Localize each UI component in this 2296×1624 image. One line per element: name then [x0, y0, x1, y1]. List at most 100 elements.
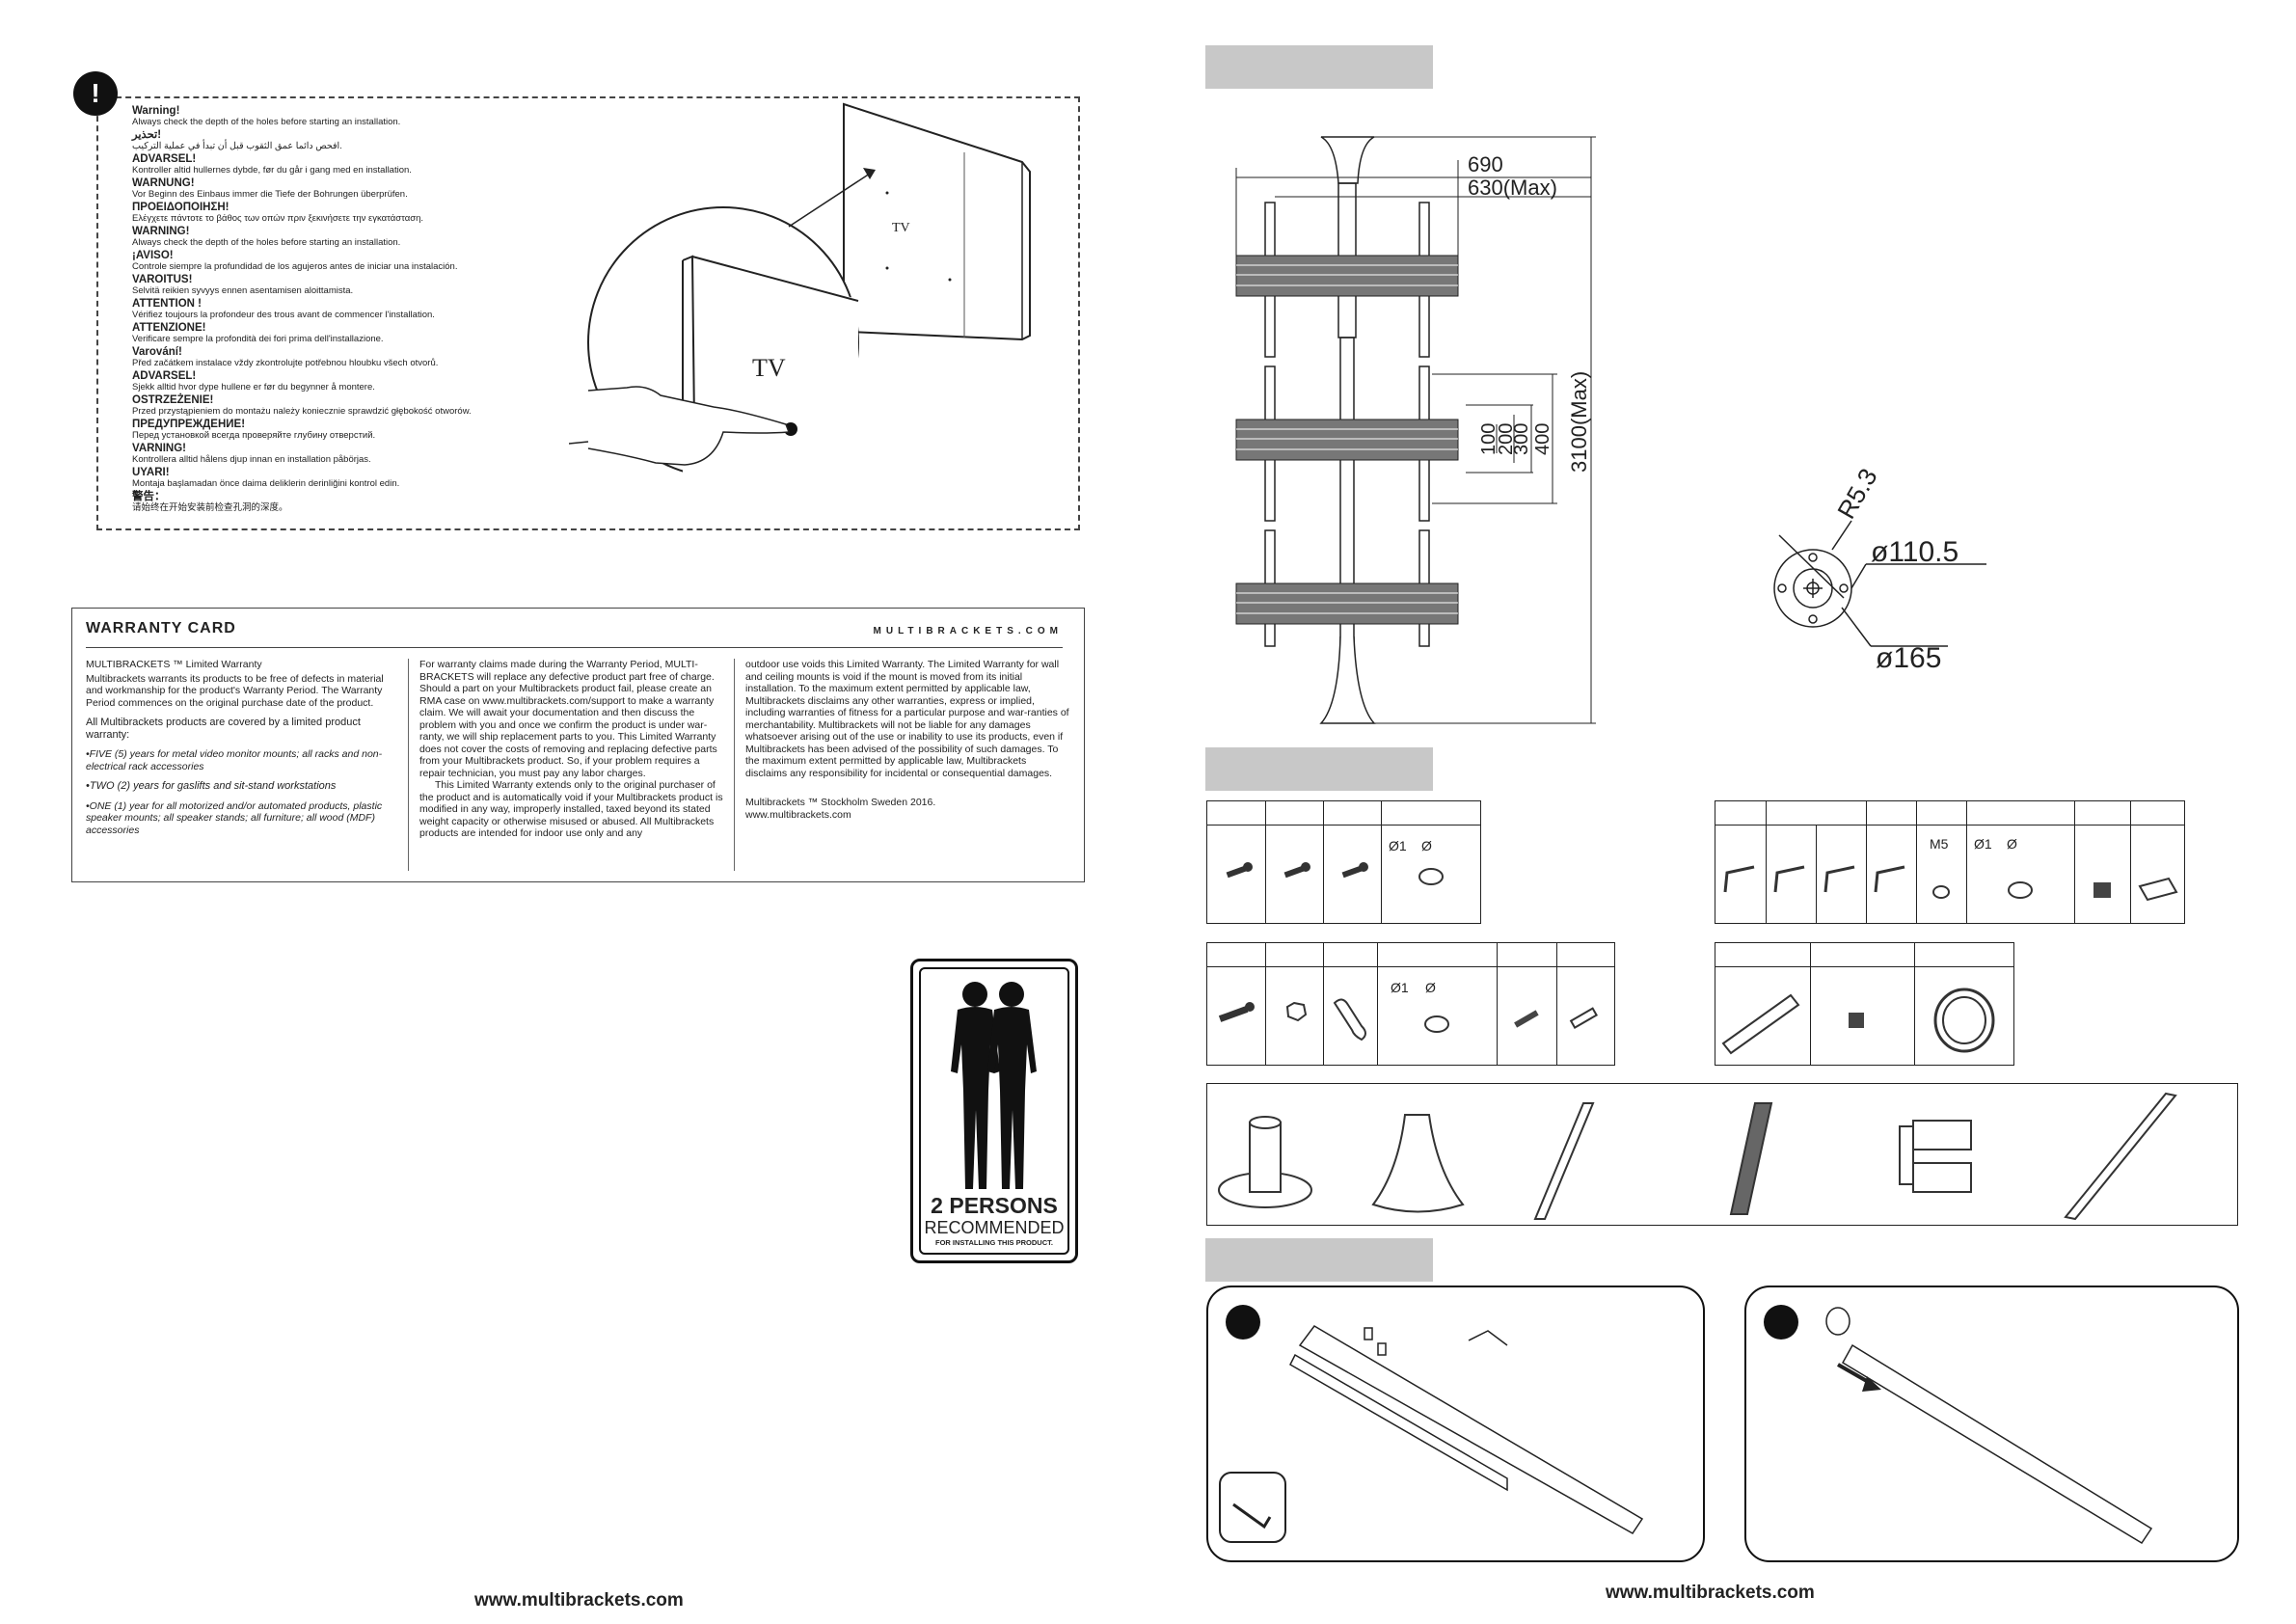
- dim-width: 690: [1468, 152, 1503, 176]
- warranty-site: MULTIBRACKETS.COM: [873, 626, 1063, 636]
- warning-text: Selvitä reikien syvyys ennen asentamisen…: [132, 285, 354, 296]
- warranty-bullet: •TWO (2) years for gaslifts and sit-stan…: [86, 780, 337, 792]
- cone-cover: [1371, 1114, 1465, 1213]
- warning-text: Vérifiez toujours la profondeur des trou…: [132, 310, 435, 320]
- warning-title: UYARI!: [132, 467, 170, 478]
- warning-title: WARNING!: [132, 226, 190, 237]
- warning-text: Montaja başlamadan önce daima deliklerin…: [132, 478, 400, 489]
- tv-drill-illustration: TV TV: [569, 102, 1031, 482]
- warning-text: Always check the depth of the holes befo…: [132, 117, 401, 127]
- dim-vesa-100: 100: [1478, 423, 1499, 455]
- warning-text: Kontroller altid hullernes dybde, før du…: [132, 165, 412, 176]
- warning-title: ADVARSEL!: [132, 370, 197, 382]
- mounting-arm-tier-2: [1235, 419, 1459, 461]
- hand: [587, 386, 791, 466]
- warning-title: WARNUNG!: [132, 177, 195, 189]
- two-persons-badge: 2 PERSONS RECOMMENDED FOR INSTALLING THI…: [910, 959, 1078, 1263]
- screws-icons: [1226, 862, 1444, 885]
- step-1-illustration: [1219, 1325, 1644, 1543]
- badge-frame: [919, 967, 1069, 1255]
- warning-text: Ελέγχετε πάντοτε το βάθος των οπών πριν …: [132, 213, 424, 224]
- warranty-card: WARRANTY CARD MULTIBRACKETS.COM MULTIBRA…: [71, 608, 1085, 882]
- warning-text: Przed przystąpieniem do montażu należy k…: [132, 406, 472, 417]
- warranty-heading: MULTIBRACKETS ™ Limited Warranty: [86, 659, 262, 670]
- dim-vesa-400: 400: [1532, 423, 1553, 455]
- tv-panel: [843, 102, 1031, 341]
- warranty-title: WARRANTY CARD: [86, 620, 236, 636]
- warranty-text: For warranty claims made during the Warr…: [419, 659, 717, 779]
- parts-table-clamp: [1715, 942, 2014, 1066]
- persons-count: 2 PERSONS: [931, 1193, 1058, 1218]
- persons-note: FOR INSTALLING THIS PRODUCT.: [935, 1238, 1053, 1247]
- warning-text: Controle siempre la profundidad de los a…: [132, 261, 458, 272]
- main-parts-box: [1206, 1083, 2238, 1226]
- warning-title: ADVARSEL!: [132, 153, 197, 165]
- warning-list: Warning!Always check the depth of the ho…: [132, 104, 518, 514]
- assembly-step-2: [1744, 1286, 2239, 1562]
- warranty-text: Multibrackets ™ Stockholm Sweden 2016.: [745, 797, 936, 808]
- section-header-parts: [1205, 747, 1433, 791]
- step-number-1: [1226, 1305, 1260, 1340]
- parts-table-screws: Ø1 Ø: [1206, 800, 1481, 924]
- parts-table-tools: M5 Ø1 Ø: [1715, 800, 2185, 924]
- warning-text: Kontrollera alltid hålens djup innan en …: [132, 454, 371, 465]
- dim-diameter-outer: ø165: [1876, 642, 1941, 674]
- warranty-text: Multibrackets warrants its products to b…: [86, 672, 384, 709]
- washer-label: Ø1: [1389, 838, 1407, 853]
- tv-label-small: TV: [892, 221, 910, 235]
- dim-radius: R5.3: [1831, 463, 1882, 524]
- parts-table-bolts: Ø1 Ø: [1206, 942, 1615, 1066]
- footer-url-right: www.multibrackets.com: [1606, 1583, 1815, 1603]
- warning-title: تحذير!: [132, 129, 162, 141]
- warning-icon: !: [73, 71, 118, 116]
- footer-url-left: www.multibrackets.com: [474, 1590, 684, 1610]
- warning-title: OSTRZEŻENIE!: [132, 394, 214, 406]
- washer-label: Ø: [1425, 980, 1436, 995]
- warning-title: ATTENZIONE!: [132, 322, 206, 334]
- allen-key-inset: [1219, 1472, 1286, 1543]
- warning-title: VAROITUS!: [132, 274, 193, 285]
- column-divider: [408, 659, 409, 871]
- warranty-column-2: For warranty claims made during the Warr…: [406, 659, 724, 848]
- flange-detail: R5.3 ø110.5 ø165: [1773, 463, 1986, 674]
- warranty-text: All Multibrackets products are covered b…: [86, 717, 361, 741]
- dim-vesa-200: 200: [1496, 423, 1517, 455]
- warranty-column-1: MULTIBRACKETS ™ Limited Warranty Multibr…: [86, 659, 394, 844]
- mounting-arm-tier-3: [1235, 582, 1459, 625]
- washer-label: Ø: [2007, 836, 2017, 852]
- mounting-rail: [1729, 1102, 1773, 1215]
- pole-clamp: [1912, 1120, 1972, 1150]
- mounting-arm-tier-1: [1235, 255, 1459, 297]
- warning-text: افحص دائما عمق الثقوب قبل أن تبدأ في عمل…: [132, 141, 342, 151]
- warranty-divider: [86, 647, 1063, 648]
- washer-label: Ø: [1421, 838, 1432, 853]
- warning-title: 警告：: [132, 491, 166, 502]
- warning-text: 请始终在开始安装前检查孔洞的深度。: [132, 502, 288, 513]
- warning-text: Sjekk alltid hvor dype hullene er før du…: [132, 382, 375, 392]
- dim-diameter-inner: ø110.5: [1871, 536, 1958, 568]
- warning-text: Vor Beginn des Einbaus immer die Tiefe d…: [132, 189, 408, 200]
- warning-title: Warning!: [132, 105, 180, 117]
- warning-title: VARNING!: [132, 443, 187, 454]
- assembly-step-1: [1206, 1286, 1705, 1562]
- warning-title: ПРЕДУПРЕЖДЕНИЕ!: [132, 419, 246, 430]
- warning-text: Always check the depth of the holes befo…: [132, 237, 401, 248]
- warranty-column-3: outdoor use voids this Limited Warranty.…: [732, 659, 1069, 828]
- persons-recommended: RECOMMENDED: [924, 1218, 1065, 1237]
- allen-key-icon: [1232, 1502, 1272, 1529]
- vertical-bracket: [2064, 1092, 2177, 1221]
- bolts-icons: [1218, 998, 1598, 1042]
- pole: [1533, 1102, 1595, 1220]
- step-number-2: [1764, 1305, 1798, 1340]
- step-2-illustration: [1825, 1307, 2153, 1545]
- dim-width-max: 630(Max): [1468, 176, 1557, 200]
- bolt-label: M5: [1930, 836, 1949, 852]
- section-header-assembly: [1205, 1238, 1433, 1282]
- warning-title: ¡AVISO!: [132, 250, 174, 261]
- washer-label: Ø1: [1391, 980, 1409, 995]
- dim-vesa-300: 300: [1511, 423, 1532, 455]
- warranty-text: This Limited Warranty extends only to th…: [419, 779, 723, 839]
- warning-text: Před začátkem instalace vždy zkontrolujt…: [132, 358, 439, 368]
- tools-icons: [1723, 865, 2178, 902]
- dim-height: 3100(Max): [1567, 371, 1591, 473]
